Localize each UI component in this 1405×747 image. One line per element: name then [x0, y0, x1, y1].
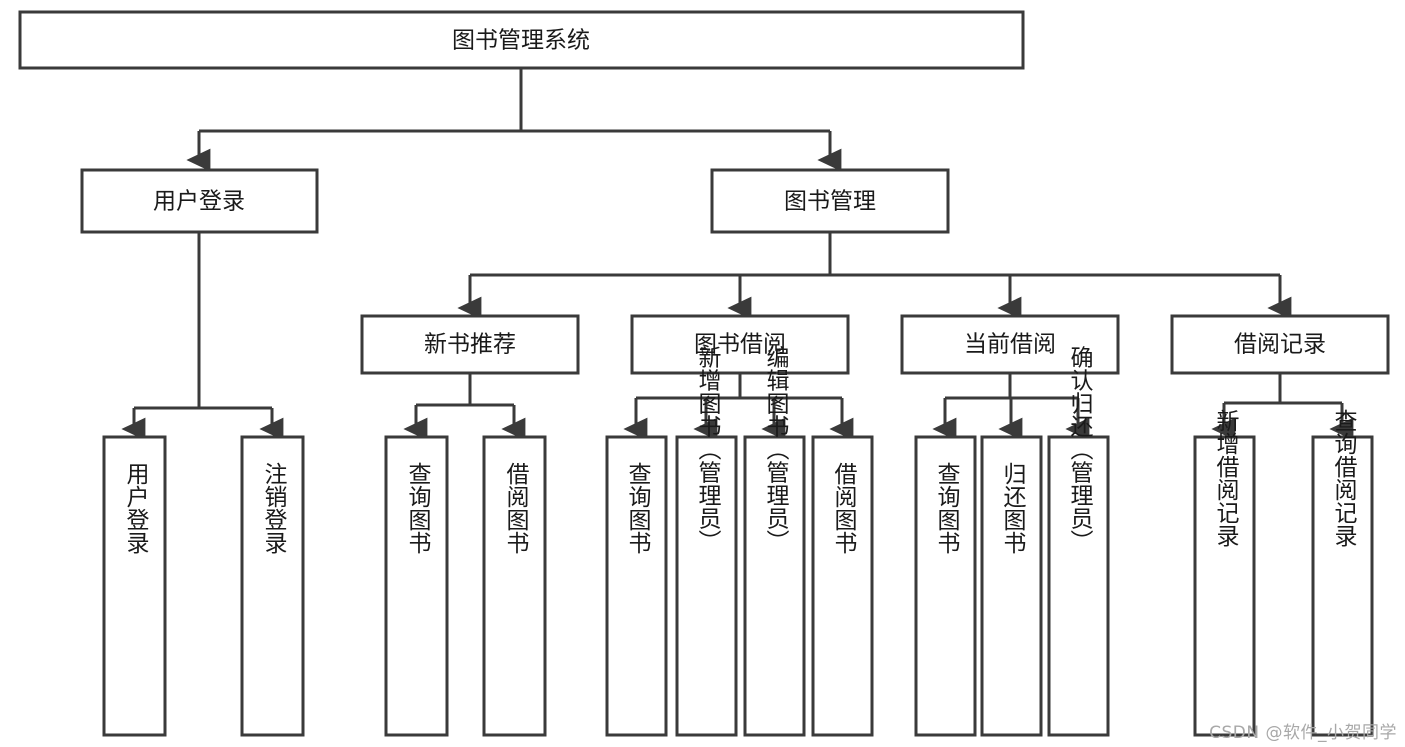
node-leaf-borrow-book-a-label: 借阅图书 — [502, 462, 530, 554]
node-leaf-borrow-book-b-rect[interactable] — [811, 435, 874, 737]
node-leaf-query-record-rect[interactable] — [1311, 435, 1374, 737]
node-leaf-query-book-c[interactable]: 查询图书 — [914, 435, 977, 737]
node-leaf-logout[interactable]: 注销登录 — [240, 435, 305, 737]
node-leaf-edit-book-label: 编辑图书（管理员） — [762, 346, 790, 553]
node-root[interactable]: 图书管理系统 — [18, 10, 1025, 70]
node-leaf-borrow-book-a[interactable]: 借阅图书 — [482, 435, 547, 737]
node-leaf-add-record-label: 新增借阅记录 — [1212, 409, 1240, 547]
node-leaf-query-record[interactable]: 查询借阅记录 — [1311, 409, 1374, 737]
node-leaf-return-book-label: 归还图书 — [999, 462, 1027, 554]
node-book-borrow-label: 图书借阅 — [694, 332, 786, 358]
node-current-borrow[interactable]: 当前借阅 — [900, 314, 1120, 375]
node-leaf-add-book[interactable]: 新增图书（管理员） — [675, 346, 738, 737]
node-leaf-user-login[interactable]: 用户登录 — [102, 435, 167, 737]
node-leaf-borrow-book-b-label: 借阅图书 — [830, 462, 858, 554]
node-leaf-return-book-rect[interactable] — [980, 435, 1043, 737]
node-leaf-query-book-a[interactable]: 查询图书 — [384, 435, 449, 737]
node-leaf-user-login-rect[interactable] — [102, 435, 167, 737]
node-leaf-add-record-rect[interactable] — [1193, 435, 1256, 737]
node-borrow-record[interactable]: 借阅记录 — [1170, 314, 1390, 375]
node-leaf-borrow-book-b[interactable]: 借阅图书 — [811, 435, 874, 737]
node-leaf-query-record-label: 查询借阅记录 — [1330, 409, 1358, 547]
node-leaf-query-book-a-rect[interactable] — [384, 435, 449, 737]
connector-root-bus — [199, 68, 830, 160]
node-leaf-confirm-return-rect[interactable] — [1047, 435, 1110, 737]
node-leaf-add-book-rect[interactable] — [675, 435, 738, 737]
connector-userlogin-stem — [134, 232, 272, 429]
node-leaf-borrow-book-a-rect[interactable] — [482, 435, 547, 737]
node-leaf-logout-label: 注销登录 — [260, 462, 288, 554]
node-new-book-rec[interactable]: 新书推荐 — [360, 314, 580, 375]
node-leaf-query-book-a-label: 查询图书 — [404, 462, 432, 554]
node-leaf-return-book[interactable]: 归还图书 — [980, 435, 1043, 737]
node-leaf-user-login-label: 用户登录 — [122, 462, 150, 554]
node-borrow-record-label: 借阅记录 — [1234, 332, 1326, 358]
node-leaf-query-book-b[interactable]: 查询图书 — [605, 435, 668, 737]
node-user-login-label: 用户登录 — [153, 189, 245, 215]
node-root-label: 图书管理系统 — [452, 28, 590, 54]
node-leaf-logout-rect[interactable] — [240, 435, 305, 737]
node-leaf-confirm-return-label: 确认归还（管理员） — [1066, 346, 1094, 553]
node-leaf-edit-book[interactable]: 编辑图书（管理员） — [743, 346, 806, 737]
node-leaf-confirm-return[interactable]: 确认归还（管理员） — [1047, 346, 1110, 737]
node-leaf-edit-book-rect[interactable] — [743, 435, 806, 737]
node-book-manage[interactable]: 图书管理 — [710, 168, 950, 234]
connector-layer — [134, 68, 1354, 429]
node-leaf-query-book-b-label: 查询图书 — [624, 462, 652, 554]
node-book-borrow[interactable]: 图书借阅 — [630, 314, 850, 375]
node-leaf-add-record[interactable]: 新增借阅记录 — [1193, 409, 1256, 737]
node-leaf-add-book-label: 新增图书（管理员） — [694, 346, 722, 553]
node-current-borrow-rect[interactable] — [900, 314, 1120, 375]
connector-borrowrecord-stem — [1224, 373, 1342, 429]
node-borrow-record-rect[interactable] — [1170, 314, 1390, 375]
node-book-borrow-rect[interactable] — [630, 314, 850, 375]
node-leaf-query-book-b-rect[interactable] — [605, 435, 668, 737]
node-leaf-query-book-c-rect[interactable] — [914, 435, 977, 737]
node-leaf-query-book-c-label: 查询图书 — [933, 462, 961, 554]
node-book-manage-rect[interactable] — [710, 168, 950, 234]
connector-bookmanage-stem — [470, 232, 1280, 308]
node-root-rect[interactable] — [18, 10, 1025, 70]
node-current-borrow-label: 当前借阅 — [964, 332, 1056, 358]
node-new-book-rec-label: 新书推荐 — [424, 332, 516, 358]
connector-newbook-stem — [416, 373, 514, 429]
node-new-book-rec-rect[interactable] — [360, 314, 580, 375]
node-user-login-rect[interactable] — [80, 168, 319, 234]
node-user-login[interactable]: 用户登录 — [80, 168, 319, 234]
node-book-manage-label: 图书管理 — [784, 189, 876, 215]
connector-bookborrow-stem — [636, 373, 842, 429]
